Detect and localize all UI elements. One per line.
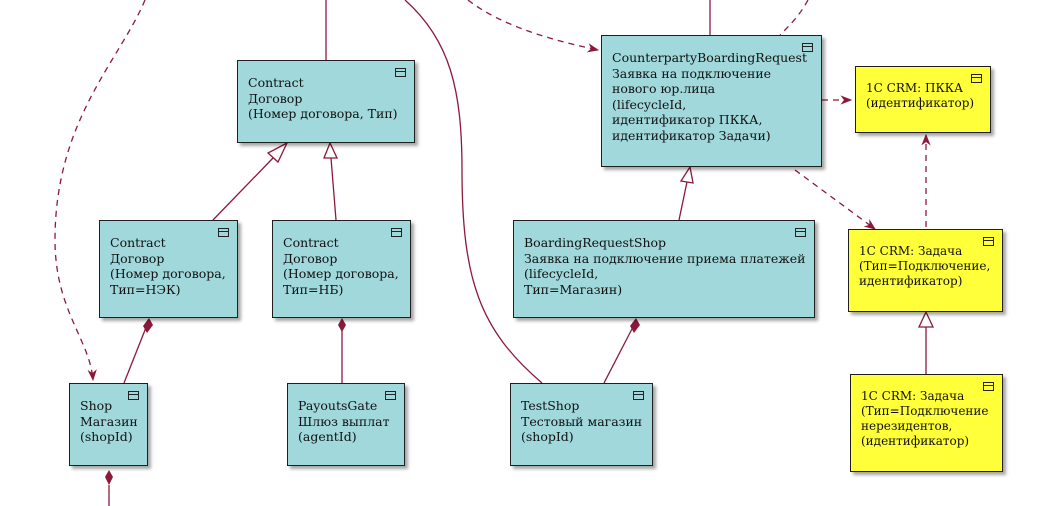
node-label: BoardingRequestShop Заявка на подключени…: [524, 235, 806, 297]
node-label: Contract Договор (Номер договора, Тип=НБ…: [283, 235, 399, 297]
edge-dep-cbr-task: [794, 169, 876, 230]
edge-offpage-request-dashed: [467, 0, 600, 53]
class-box-icon: [633, 391, 644, 400]
node-label: Contract Договор (Номер договора, Тип): [248, 75, 398, 121]
edge-inherit-brs-cbr: [678, 181, 688, 221]
node-counterparty-boarding-request[interactable]: CounterpartyBoardingRequest Заявка на по…: [601, 35, 822, 167]
class-box-icon: [218, 228, 229, 237]
node-crm-pkka[interactable]: 1С CRM: ПККА (идентификатор): [855, 66, 991, 133]
class-box-icon: [128, 391, 139, 400]
node-contract-nek[interactable]: Contract Договор (Номер договора, Тип=НЭ…: [99, 220, 238, 318]
compose-diamond-shop-bottom: [105, 470, 113, 485]
node-label: Contract Договор (Номер договора, Тип=НЭ…: [110, 235, 226, 297]
class-box-icon: [983, 237, 994, 246]
class-box-icon: [971, 74, 982, 83]
node-crm-task[interactable]: 1С CRM: Задача (Тип=Подключение, идентиф…: [848, 229, 1003, 312]
class-box-icon: [802, 43, 813, 52]
node-label: TestShop Тестовый магазин (shopId): [521, 398, 643, 444]
edge-offpage-testshop: [404, 0, 543, 384]
class-box-icon: [391, 228, 402, 237]
edge-offpage-request-right: [779, 0, 809, 36]
edge-inherit-nek-main: [212, 157, 274, 221]
inherit-arrow-brs-cbr: [679, 165, 694, 184]
edge-compose-nek-shop: [123, 324, 148, 384]
node-label: 1С CRM: ПККА (идентификатор): [866, 81, 975, 110]
node-label: CounterpartyBoardingRequest Заявка на по…: [612, 50, 807, 143]
edge-inherit-nb-main: [330, 157, 337, 221]
inherit-arrow-nek-main: [266, 141, 289, 164]
compose-diamond-brs-testshop: [630, 318, 640, 333]
compose-diamond-nek-shop: [143, 318, 153, 333]
inherit-arrow-crm-task: [917, 310, 935, 328]
node-label: Shop Магазин (shopId): [80, 398, 138, 444]
class-box-icon: [795, 228, 806, 237]
node-label: 1С CRM: Задача (Тип=Подключение нерезиде…: [861, 389, 989, 448]
node-shop[interactable]: Shop Магазин (shopId): [69, 383, 148, 466]
node-test-shop[interactable]: TestShop Тестовый магазин (shopId): [510, 383, 653, 466]
class-box-icon: [395, 68, 406, 77]
class-box-icon: [385, 391, 396, 400]
node-contract-nb[interactable]: Contract Договор (Номер договора, Тип=НБ…: [272, 220, 411, 318]
node-payouts-gate[interactable]: PayoutsGate Шлюз выплат (agentId): [287, 383, 405, 466]
edge-offpage-shop-dashed: [54, 0, 146, 382]
node-crm-task-nonresident[interactable]: 1С CRM: Задача (Тип=Подключение нерезиде…: [850, 374, 1003, 472]
inherit-arrow-nb-main: [323, 141, 339, 159]
compose-diamond-nb-gate: [338, 318, 346, 332]
edge-compose-brs-testshop: [603, 324, 635, 384]
node-contract-main[interactable]: Contract Договор (Номер договора, Тип): [237, 60, 415, 143]
class-box-icon: [983, 382, 994, 391]
node-boarding-request-shop[interactable]: BoardingRequestShop Заявка на подключени…: [513, 220, 815, 318]
node-label: PayoutsGate Шлюз выплат (agentId): [298, 398, 390, 444]
node-label: 1С CRM: Задача (Тип=Подключение, идентиф…: [859, 244, 991, 288]
